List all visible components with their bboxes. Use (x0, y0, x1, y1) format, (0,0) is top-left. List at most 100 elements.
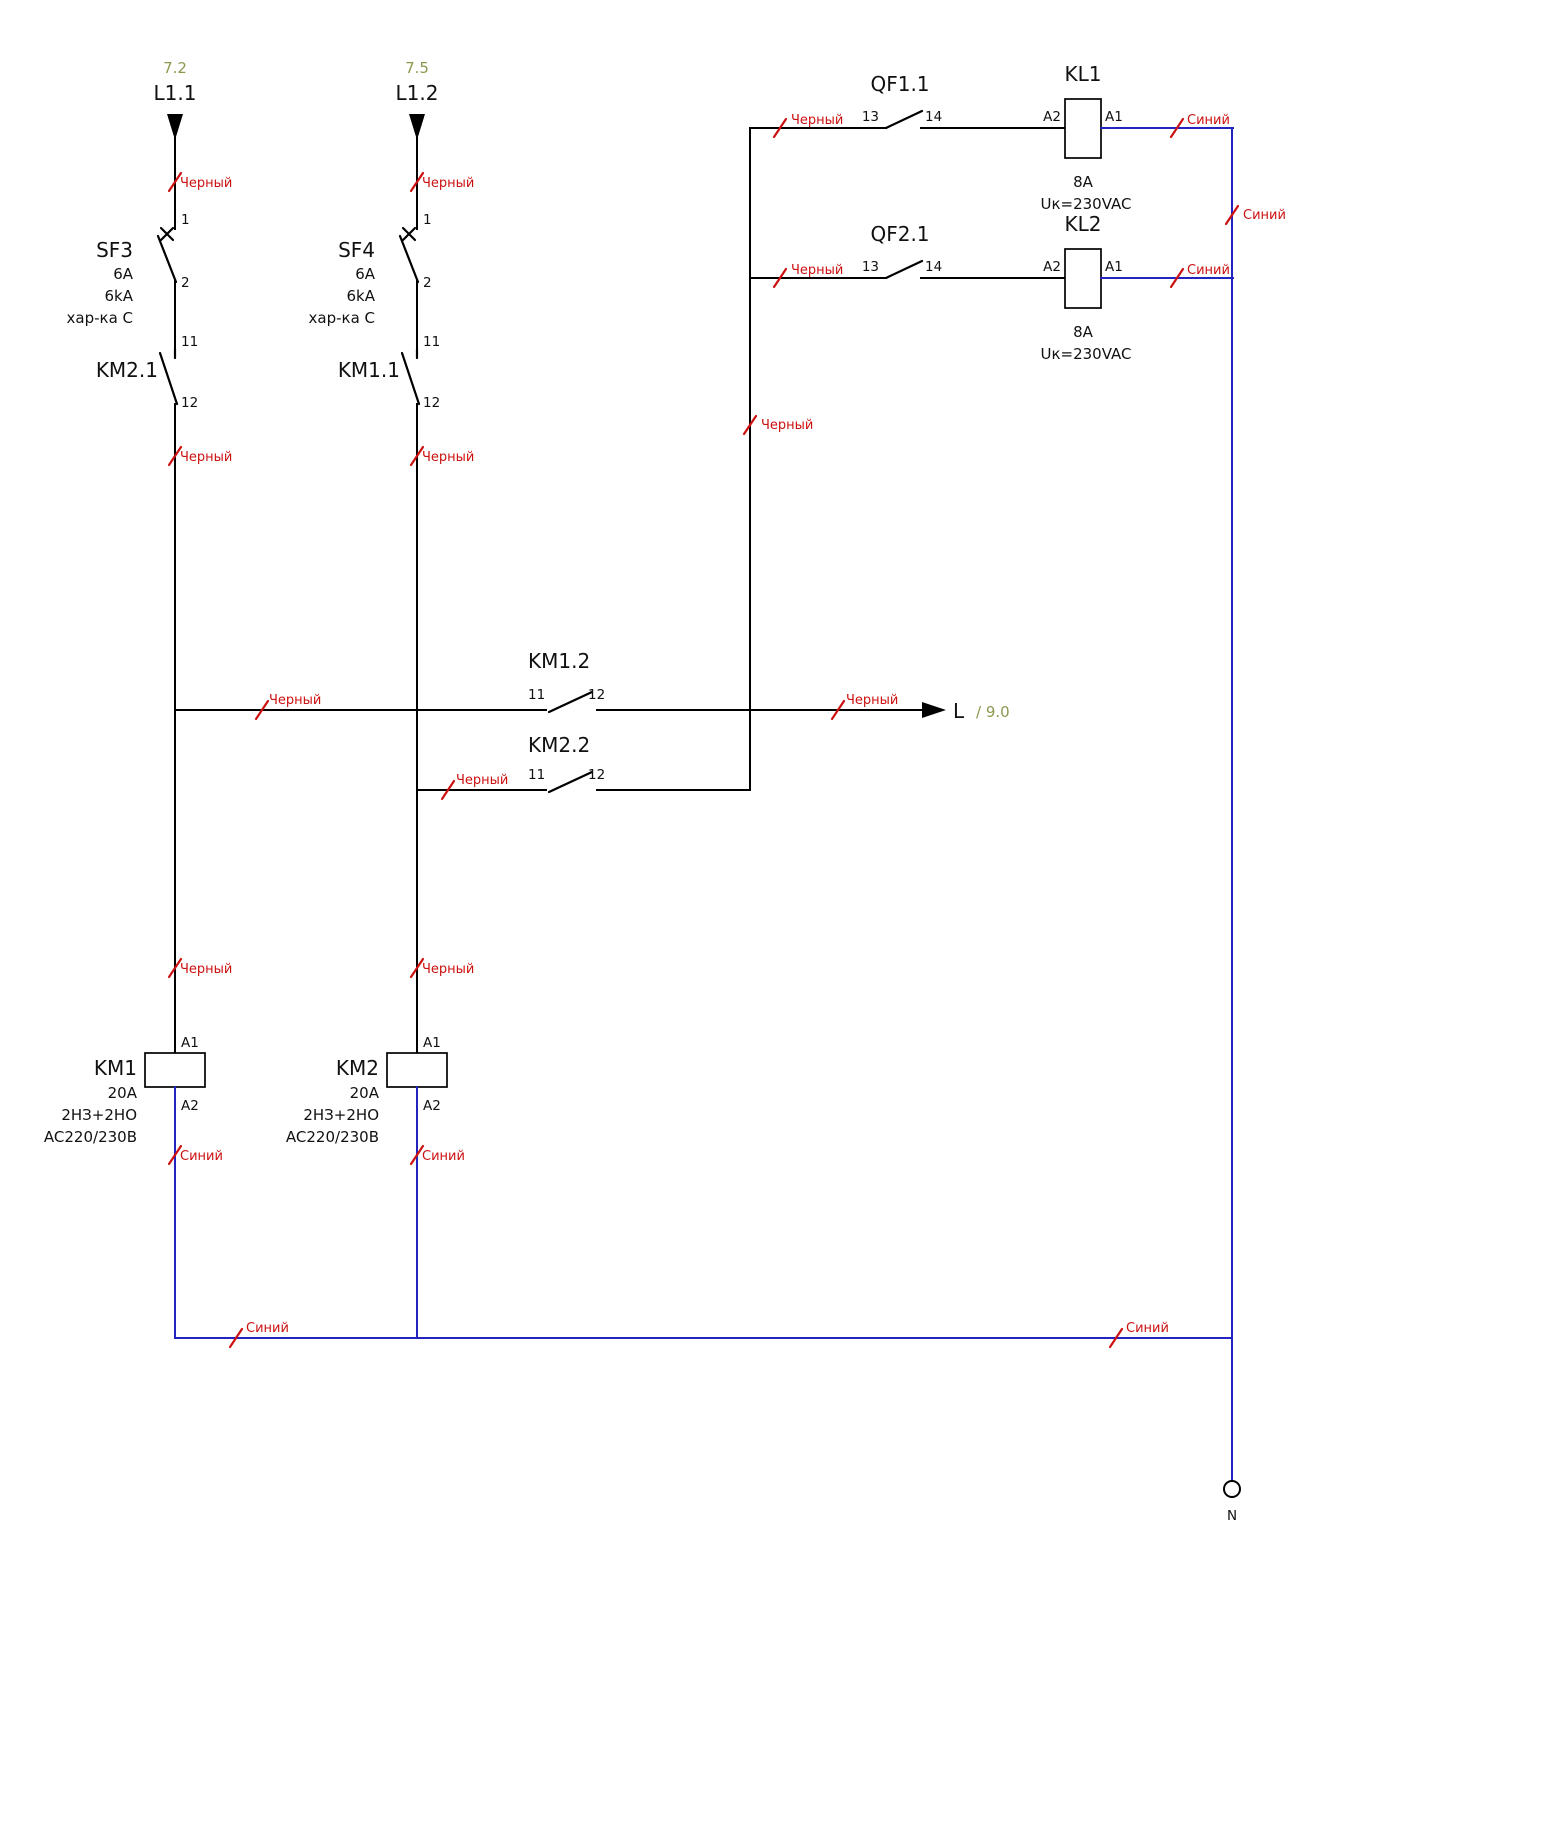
wire-color-slash (1169, 267, 1185, 289)
aux-contact-blade (547, 770, 594, 794)
wire-color-slash (1108, 1327, 1124, 1349)
terminal-label: 11 (528, 687, 545, 703)
wire-color-label: Синий (1243, 208, 1286, 223)
switch-blade (884, 259, 924, 280)
wire-color-label: Черный (791, 263, 843, 278)
wire-color-slash (167, 1144, 183, 1166)
terminal-label: 14 (925, 109, 942, 125)
coil-poles: 2НЗ+2НО (61, 1106, 137, 1124)
terminal-label: 12 (181, 395, 198, 411)
terminal-label: 2 (423, 275, 432, 291)
switch-blade (884, 109, 924, 130)
breaker-amp: 6A (113, 265, 134, 283)
wire-color-label: Синий (1126, 1321, 1169, 1336)
terminal-label: A1 (1105, 259, 1123, 275)
feed-arrow-icon (167, 114, 183, 140)
nc-contact-name: KM1.1 (338, 358, 400, 382)
wire-color-label: Черный (269, 693, 321, 708)
aux-contact-name: KM1.2 (528, 649, 590, 673)
breaker-name: SF3 (96, 238, 133, 262)
aux-contact-blade (547, 690, 594, 714)
terminal-label: A1 (1105, 109, 1123, 125)
terminal-label: A2 (423, 1098, 441, 1114)
wire-color-label: Черный (180, 962, 232, 977)
neutral-label: N (1227, 1508, 1237, 1524)
coil-amp: 20A (108, 1084, 138, 1102)
terminal-label: A1 (181, 1035, 199, 1051)
relay-name: KL2 (1065, 212, 1102, 236)
aux-km2-2-row: Черный KM2.2 11 12 (416, 733, 751, 801)
line-label-l1-2: L1.2 (396, 81, 439, 105)
terminal-label: 13 (862, 109, 879, 125)
terminal-label: 13 (862, 259, 879, 275)
wire-color-slash (742, 414, 758, 436)
coil-volt: AC220/230В (286, 1128, 379, 1146)
relay-volt: Uк=230VAC (1040, 345, 1131, 363)
wire-color-label: Синий (246, 1321, 289, 1336)
wire-color-label: Черный (422, 450, 474, 465)
wire-color-slash (409, 957, 425, 979)
relay-kl2-box (1064, 248, 1102, 309)
terminal-label: A2 (1043, 259, 1061, 275)
neutral-bus: Синий Синий (174, 1321, 1233, 1349)
breaker-char: хар-ка C (67, 309, 134, 327)
coil-amp: 20A (350, 1084, 380, 1102)
wire-color-label: Черный (456, 773, 508, 788)
sheet-ref-mid: 7.5 (405, 59, 429, 77)
coil-km2-box (386, 1052, 448, 1088)
switch-name: QF2.1 (870, 222, 929, 246)
wire-color-label: Черный (422, 176, 474, 191)
terminal-label: A2 (1043, 109, 1061, 125)
coil-poles: 2НЗ+2НО (303, 1106, 379, 1124)
relay-row-kl1: Черный QF1.1 13 14 A2 A1 KL1 8A Uк=230VA… (749, 62, 1234, 213)
branch-l1-1: 7.2 L1.1 Черный 1 2 SF3 6A 6kA хар-ка C … (44, 59, 232, 1339)
wire-color-slash (409, 445, 425, 467)
wire-color-slash (440, 779, 456, 801)
wire-color-label: Черный (791, 113, 843, 128)
wire-color-slash (830, 699, 846, 721)
breaker-x-icon (401, 226, 417, 242)
wire-color-slash (772, 267, 788, 289)
terminal-label: 12 (423, 395, 440, 411)
branch-l1-2: 7.5 L1.2 Черный 1 2 SF4 6A 6kA хар-ка C … (286, 59, 474, 1339)
wire-color-slash (254, 699, 270, 721)
relay-amp: 8A (1073, 323, 1094, 341)
neutral-riser: Синий (1224, 127, 1286, 1482)
relay-volt: Uк=230VAC (1040, 195, 1131, 213)
wire-color-label: Синий (422, 1149, 465, 1164)
nc-contact-name: KM2.1 (96, 358, 158, 382)
terminal-label: 11 (181, 334, 198, 350)
wire-color-label: Синий (1187, 113, 1230, 128)
relay-feed-riser: Черный (742, 127, 813, 791)
wire-color-label: Черный (180, 450, 232, 465)
neutral-terminal: N (1223, 1480, 1241, 1524)
breaker-ka: 6kA (105, 287, 134, 305)
coil-name: KM2 (336, 1056, 379, 1080)
feed-arrow-icon (409, 114, 425, 140)
wire-color-slash (409, 1144, 425, 1166)
breaker-amp: 6A (355, 265, 376, 283)
coil-volt: AC220/230В (44, 1128, 137, 1146)
terminal-label: 12 (588, 767, 605, 783)
nc-contact-blade (400, 351, 421, 406)
relay-amp: 8A (1073, 173, 1094, 191)
wire-color-slash (1224, 204, 1240, 226)
line-label-l1-1: L1.1 (154, 81, 197, 105)
relay-row-kl2: Черный QF2.1 13 14 A2 A1 KL2 8A Uк=230VA… (749, 212, 1234, 363)
out-sheet-ref: / 9.0 (976, 703, 1010, 721)
aux-contact-name: KM2.2 (528, 733, 590, 757)
terminal-label: 2 (181, 275, 190, 291)
wire-color-label: Черный (761, 418, 813, 433)
breaker-char: хар-ка C (309, 309, 376, 327)
wire-color-label: Черный (422, 962, 474, 977)
out-arrow-icon (922, 702, 946, 718)
wire-color-slash (167, 445, 183, 467)
wire-color-slash (167, 957, 183, 979)
breaker-x-icon (159, 226, 175, 242)
terminal-label: 14 (925, 259, 942, 275)
terminal-label: 1 (181, 212, 190, 228)
out-line-label: L (953, 699, 965, 723)
wire-color-slash (1169, 117, 1185, 139)
